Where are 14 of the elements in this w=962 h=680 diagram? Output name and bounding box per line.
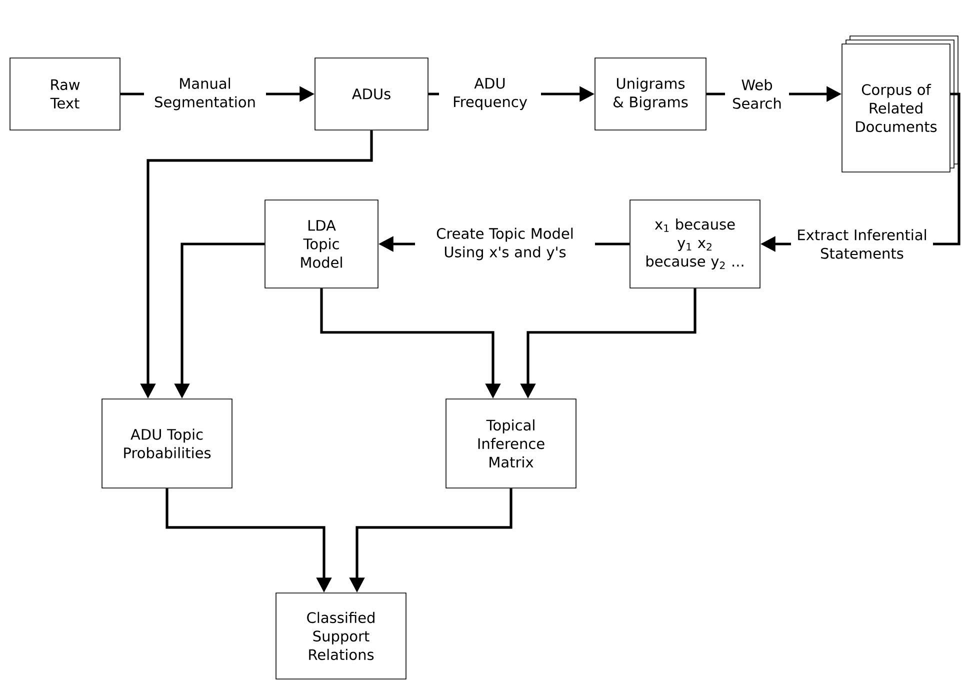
- process-box: Topical Inference Matrix: [446, 398, 576, 488]
- edge-label: Web Search: [725, 78, 789, 110]
- edge-label: ADU Frequency: [439, 76, 541, 112]
- document-stack: Corpus of Related Documents: [842, 36, 958, 172]
- edge-label: Manual Segmentation: [144, 76, 266, 112]
- edge-label: Create Topic Model Using x's and y's: [415, 226, 595, 262]
- edge-label: Extract Inferential Statements: [791, 228, 933, 260]
- process-box: Unigrams & Bigrams: [594, 58, 706, 130]
- process-box: Raw Text: [10, 58, 120, 130]
- process-box: x$_{1}$ because y$_{1}$ x$_{2}$ because y$_{2}$ ...: [630, 200, 760, 288]
- process-box: Classified Support Relations: [276, 592, 406, 680]
- process-box: LDA Topic Model: [264, 200, 378, 288]
- process-box: ADU Topic Probabilities: [102, 398, 232, 488]
- process-box: ADUs: [314, 58, 428, 130]
